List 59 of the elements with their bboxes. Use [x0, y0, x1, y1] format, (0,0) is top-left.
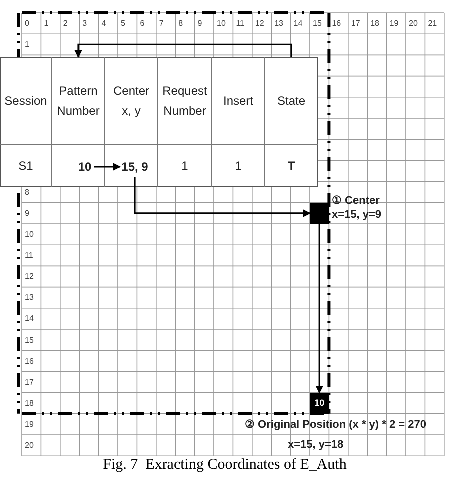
column-number: 21	[428, 19, 438, 29]
node-caption: x=15, y=18	[288, 439, 344, 452]
column-number: 14	[294, 19, 303, 29]
row-number: 12	[25, 272, 34, 282]
row-number: 20	[25, 441, 34, 451]
row-number: 15	[25, 336, 34, 346]
column-number: 17	[351, 19, 360, 29]
column-number: 7	[159, 19, 164, 29]
row-number: 17	[25, 378, 34, 388]
row-number: 10	[25, 230, 34, 240]
arrow	[134, 177, 311, 218]
row-number: 13	[25, 293, 34, 304]
filled-square	[310, 202, 330, 224]
arrow	[74, 44, 292, 58]
row-number: 18	[25, 398, 34, 409]
column-number: 3	[82, 19, 88, 29]
column-number: 6	[140, 19, 145, 29]
column-number: 15	[313, 19, 322, 29]
row-number: 16	[25, 356, 34, 367]
row-number: 1	[25, 40, 30, 50]
column-header: Insert	[212, 57, 265, 145]
arrow	[316, 224, 324, 394]
row-number: 19	[25, 420, 34, 430]
table-value: 1	[212, 145, 265, 187]
column-number: 18	[370, 19, 380, 29]
column-number: 2	[63, 19, 68, 29]
column-number: 8	[178, 19, 184, 29]
table-value: 1	[158, 145, 212, 187]
column-number: 0	[25, 19, 30, 29]
table-value: S1	[0, 145, 52, 187]
row-number: 9	[25, 208, 30, 219]
column-header: Session	[0, 57, 52, 145]
node-caption: ① Center	[332, 194, 380, 208]
column-number: 1	[44, 19, 49, 29]
node-caption: x=15, y=9	[332, 209, 382, 222]
column-number: 10	[217, 19, 226, 29]
table-value: 10	[76, 157, 94, 177]
column-header: Center x, y	[105, 57, 158, 145]
row-number: 14	[25, 314, 34, 324]
column-number: 20	[409, 19, 418, 29]
column-header: Request Number	[158, 57, 212, 145]
arrow	[94, 163, 121, 171]
column-number: 13	[274, 19, 284, 29]
node-caption: ② Original Position (x * y) * 2 = 270	[245, 418, 426, 432]
row-number: 11	[25, 251, 34, 262]
column-header: Pattern Number	[52, 57, 105, 145]
column-number: 12	[255, 19, 264, 29]
row-number: 8	[25, 188, 30, 198]
table-value: 15, 9	[120, 157, 150, 177]
column-number: 9	[198, 19, 202, 29]
column-number: 16	[332, 19, 342, 29]
column-number: 4	[102, 19, 106, 29]
column-number: 19	[390, 19, 399, 29]
figure-caption: Fig. 7 Exracting Coordinates of E_Auth	[102, 457, 348, 474]
column-number: 5	[121, 19, 126, 29]
column-number: 11	[236, 19, 244, 29]
filled-square: 10	[310, 392, 330, 414]
table-value: T	[265, 145, 318, 187]
column-header: State	[265, 57, 318, 145]
